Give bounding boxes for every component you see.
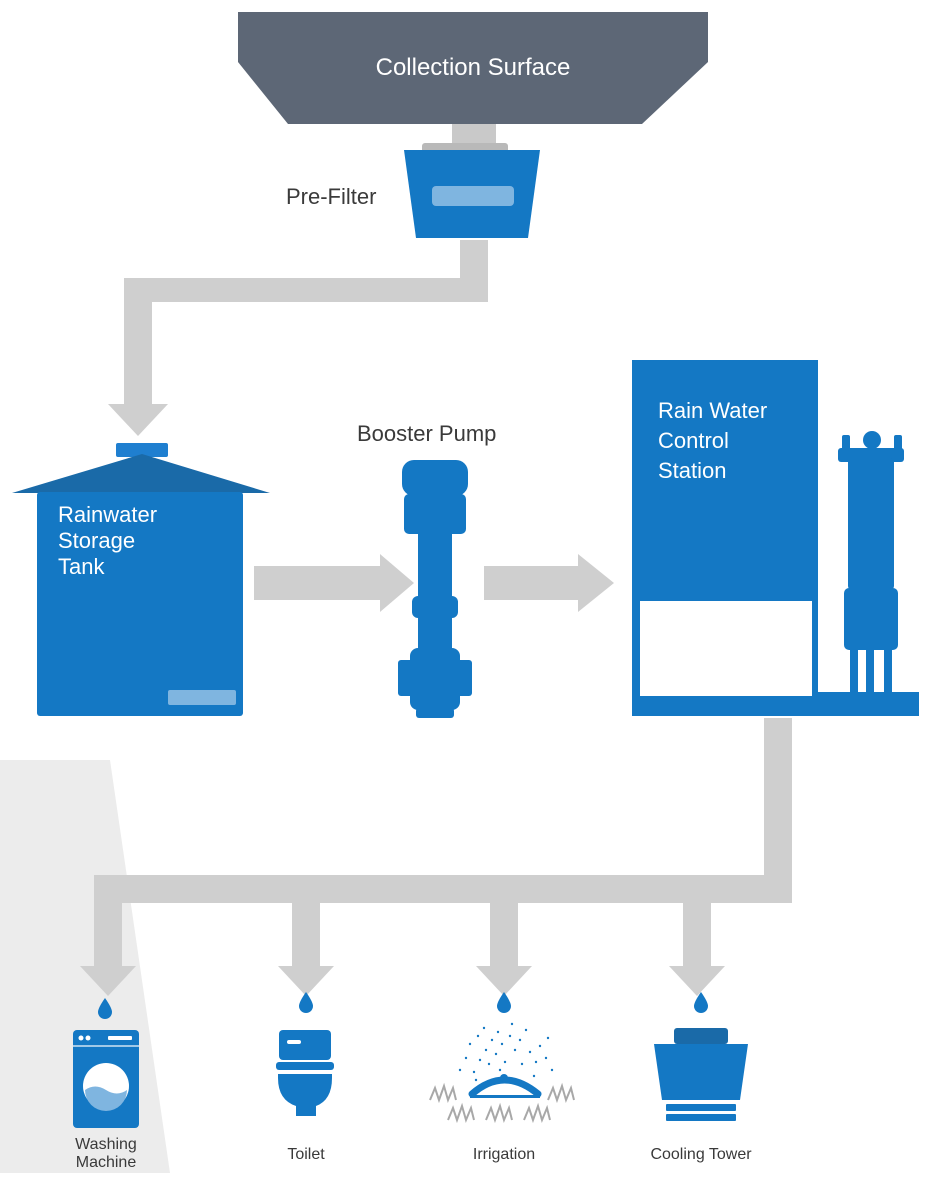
pipe-segment xyxy=(254,566,382,600)
arrow-to-pump xyxy=(380,554,414,612)
storage-tank-icon xyxy=(12,443,270,716)
pre-filter-label: Pre-Filter xyxy=(286,184,377,209)
arrow-to-toilet xyxy=(278,966,334,996)
sprinkler-icon xyxy=(429,1022,575,1124)
grass xyxy=(429,1082,575,1124)
arrow-to-washing-machine xyxy=(80,966,136,996)
arrow-to-cooling-tower xyxy=(669,966,725,996)
pipe-segment xyxy=(124,278,152,408)
collection-surface-label: Collection Surface xyxy=(375,54,571,81)
use-label-toilet: Toilet xyxy=(287,1146,325,1163)
branch-pipe xyxy=(490,875,518,970)
branch-pipe xyxy=(292,875,320,970)
water-drop-icon xyxy=(98,998,112,1019)
cooling-tower-icon xyxy=(654,1028,748,1121)
collection-surface xyxy=(238,12,708,124)
use-label-washing-machine: Washing Machine xyxy=(75,1136,137,1171)
spray-dots xyxy=(458,1022,554,1082)
arrow-to-irrigation xyxy=(476,966,532,996)
arrow-to-station xyxy=(578,554,614,612)
pipe-segment xyxy=(124,278,488,302)
toilet-icon xyxy=(276,1030,334,1116)
pipe-segment xyxy=(484,566,580,600)
water-drops xyxy=(98,992,708,1019)
branch-pipe xyxy=(94,875,122,970)
arrow-to-tank xyxy=(108,404,168,436)
storage-tank-label: Rainwater Storage Tank xyxy=(58,502,158,579)
water-drop-icon xyxy=(694,992,708,1013)
use-label-irrigation: Irrigation xyxy=(472,1146,536,1163)
water-drop-icon xyxy=(299,992,313,1013)
branch-pipe xyxy=(683,875,711,970)
use-label-cooling-tower: Cooling Tower xyxy=(650,1146,752,1163)
control-station-label: Rain Water Control Station xyxy=(658,398,768,483)
booster-pump-label: Booster Pump xyxy=(357,421,497,446)
pre-filter-icon xyxy=(404,143,540,238)
distribution-header xyxy=(94,875,792,903)
control-station-icon xyxy=(632,360,919,716)
water-drop-icon xyxy=(497,992,511,1013)
washing-machine-icon xyxy=(73,1030,139,1128)
booster-pump-icon xyxy=(398,460,472,718)
pipes xyxy=(80,120,792,996)
pipe-segment xyxy=(764,718,792,890)
